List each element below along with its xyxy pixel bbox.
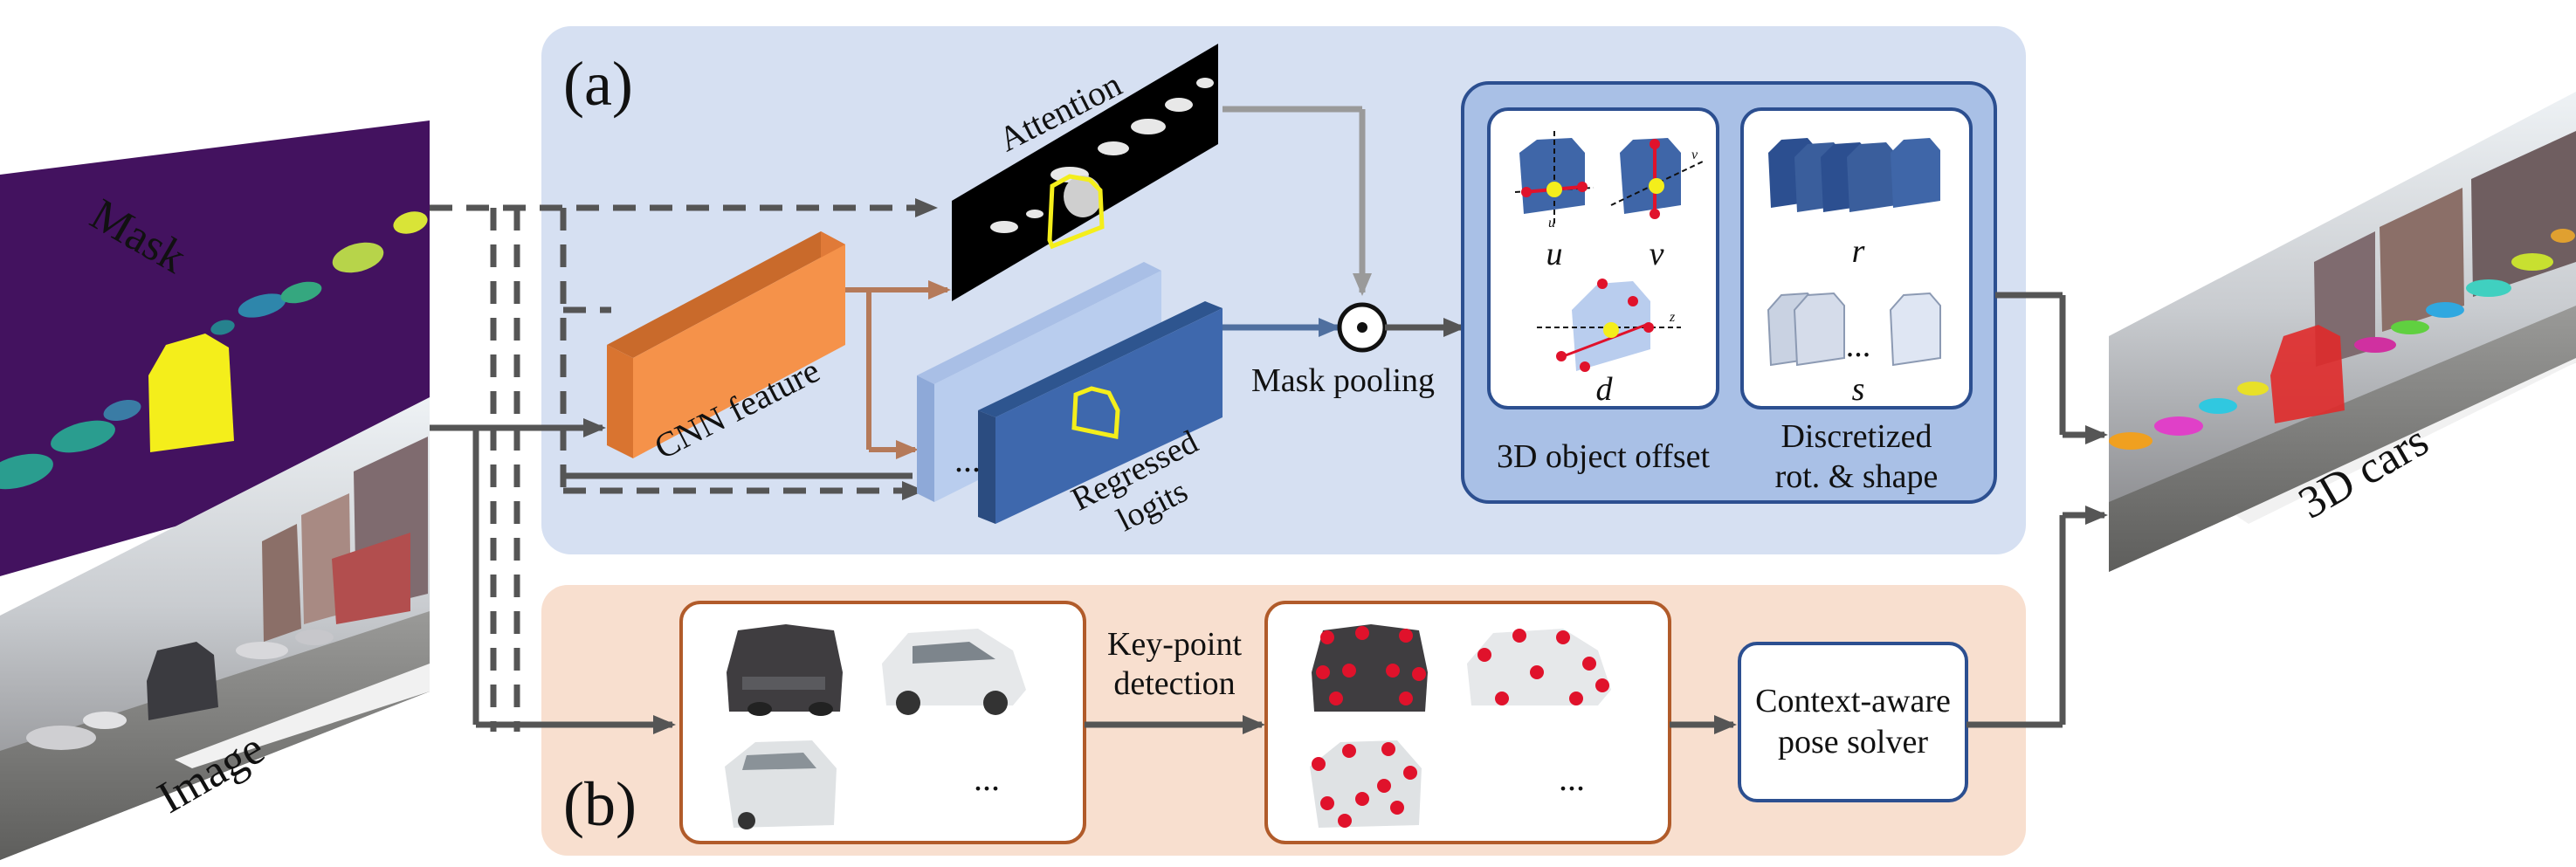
keypoint-label-line2: detection bbox=[1113, 665, 1235, 702]
mask-dashed-connections bbox=[430, 198, 938, 732]
image-input-photo bbox=[0, 397, 430, 860]
cropped-car-thumbnails bbox=[725, 624, 1026, 829]
offset-u-label: u bbox=[1546, 236, 1563, 272]
offset-v-label: v bbox=[1650, 236, 1664, 272]
offset-axis-v: v bbox=[1691, 148, 1698, 162]
cnn-feature-block bbox=[607, 231, 845, 458]
rot-shape-title-line2: rot. & shape bbox=[1775, 458, 1939, 495]
offset-box-title: 3D object offset bbox=[1497, 438, 1711, 475]
panel-b-tag: (b) bbox=[563, 769, 637, 839]
rotation-bins-glyph bbox=[1768, 138, 1940, 212]
offset-axis-u: u bbox=[1548, 216, 1555, 231]
offset-d-glyph bbox=[1537, 279, 1681, 372]
cnn-to-attention-and-logits-arrows bbox=[845, 280, 951, 459]
heads-to-output-arrow bbox=[1995, 292, 2108, 444]
keypoints-ellipsis: ... bbox=[1559, 759, 1585, 798]
rotation-label: r bbox=[1852, 233, 1865, 270]
attention-map bbox=[952, 44, 1218, 301]
regressed-logits-stack bbox=[917, 262, 1223, 524]
shape-bins-glyph bbox=[1767, 292, 1941, 367]
mask-pooling-operator bbox=[1337, 302, 1388, 353]
offset-d-label: d bbox=[1596, 371, 1614, 408]
rot-shape-title-line1: Discretized bbox=[1780, 418, 1932, 455]
shape-ellipsis: ... bbox=[1846, 327, 1871, 364]
offset-axis-z: z bbox=[1669, 310, 1676, 325]
pose-solver-box bbox=[1738, 642, 1968, 802]
attention-to-pooling-arrow bbox=[1223, 106, 1372, 296]
mask-pooling-label: Mask pooling bbox=[1251, 362, 1435, 399]
keypoint-car-thumbnails bbox=[1310, 624, 1611, 828]
offset-v-glyph bbox=[1610, 138, 1704, 219]
solver-to-output-arrow bbox=[1966, 506, 2108, 728]
output-3d-cars-image bbox=[2109, 92, 2576, 572]
offset-u-glyph bbox=[1514, 131, 1595, 225]
pose-solver-label-line2: pose solver bbox=[1778, 724, 1928, 760]
logits-ellipsis: ... bbox=[954, 440, 981, 479]
shape-label: s bbox=[1852, 371, 1865, 408]
panel-a-tag: (a) bbox=[563, 49, 633, 119]
keypoint-label-line1: Key-point bbox=[1107, 626, 1243, 663]
pose-solver-label-line1: Context-aware bbox=[1755, 683, 1951, 719]
cropped-cars-ellipsis: ... bbox=[974, 759, 1000, 798]
image-solid-connections bbox=[430, 418, 676, 734]
